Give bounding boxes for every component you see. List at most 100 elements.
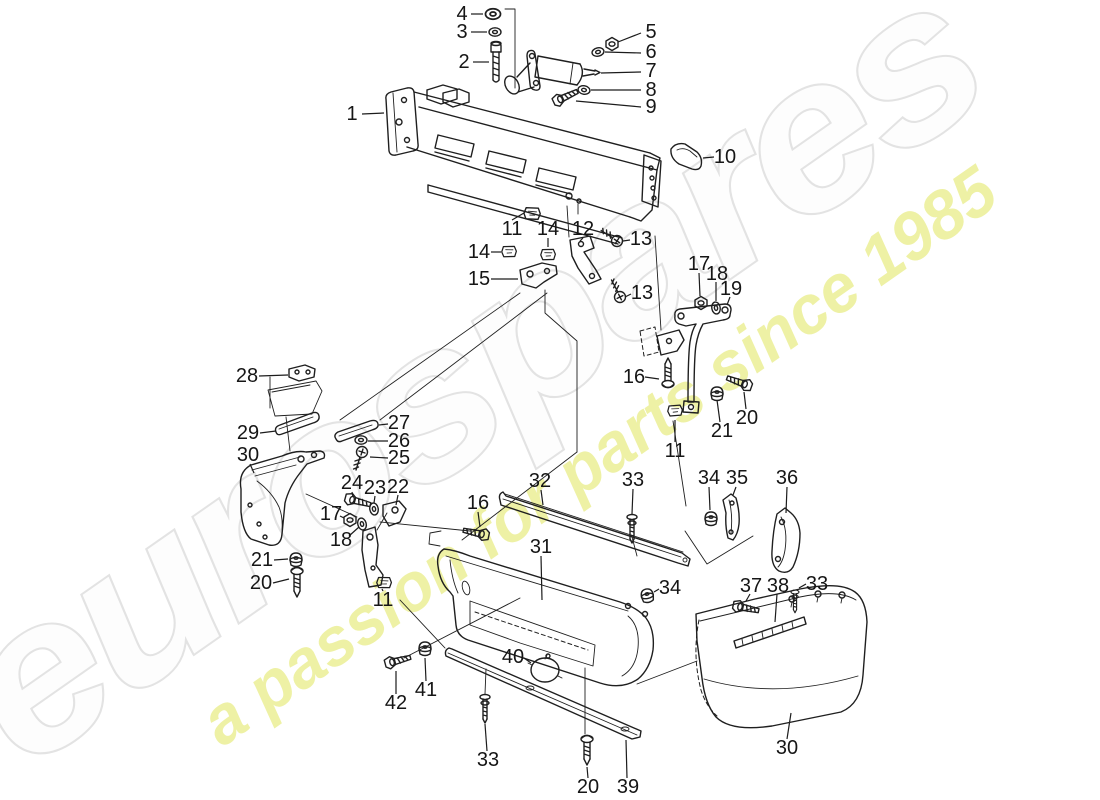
part-number-label: 15 <box>468 268 490 290</box>
part-screw-42 <box>383 650 413 671</box>
part-bracket-28 <box>288 364 316 382</box>
part-number-label: 14 <box>537 218 559 240</box>
leader-line <box>698 272 701 297</box>
part-bracket-35 <box>722 493 740 541</box>
leader-line <box>477 511 481 528</box>
leader-line <box>361 112 385 115</box>
part-bracket-15 <box>519 262 558 289</box>
part-number-label: 27 <box>388 412 410 434</box>
leader-line <box>726 296 731 306</box>
part-number-label: 30 <box>237 444 259 466</box>
part-bolt-9 <box>550 85 581 109</box>
part-number-label: 40 <box>502 646 524 668</box>
part-number-label: 37 <box>740 575 762 597</box>
leader-line <box>624 293 632 298</box>
part-strip-38 <box>733 616 807 649</box>
leader-line <box>575 100 642 108</box>
part-number-label: 42 <box>385 692 407 714</box>
part-number-label: 16 <box>623 366 645 388</box>
part-nut-5 <box>605 36 619 52</box>
part-strip-27 <box>334 419 379 443</box>
part-number-label: 30 <box>776 737 798 759</box>
part-number-label: 22 <box>387 476 409 498</box>
part-number-label: 2 <box>458 51 469 73</box>
part-strap-19 <box>674 303 732 403</box>
leader-line <box>272 578 290 584</box>
leader-line <box>484 723 488 752</box>
part-number-label: 18 <box>706 263 728 285</box>
leader-line <box>511 212 525 221</box>
part-number-label: 16 <box>467 492 489 514</box>
part-number-label: 31 <box>530 536 552 558</box>
part-washer-8 <box>576 84 592 96</box>
part-number-label: 17 <box>688 253 710 275</box>
part-end-cap-30-right <box>695 584 868 729</box>
leader-line <box>786 712 792 740</box>
alignment-lines <box>269 8 754 735</box>
part-number-label: 14 <box>468 241 490 263</box>
part-rail-32 <box>498 491 691 567</box>
leader-line <box>745 593 751 602</box>
part-number-label: 29 <box>237 422 259 444</box>
leader-line <box>622 239 631 242</box>
leader-line <box>540 555 543 601</box>
part-washer-6 <box>590 45 606 59</box>
part-number-label: 1 <box>346 103 357 125</box>
part-bracket-12 <box>569 235 602 285</box>
part-number-label: 36 <box>776 467 798 489</box>
part-number-label: 11 <box>665 440 686 462</box>
part-bracket-36 <box>771 507 801 574</box>
leader-line <box>373 495 376 504</box>
part-bracket-16 <box>656 329 685 356</box>
part-number-label: 35 <box>726 467 748 489</box>
part-grommet-34b <box>639 587 656 605</box>
part-number-label: 21 <box>251 549 273 571</box>
part-number-label: 33 <box>477 749 499 771</box>
leader-line <box>716 399 721 423</box>
part-number-label: 19 <box>720 278 742 300</box>
part-number-label: 26 <box>388 430 410 452</box>
part-shock-absorber-7 <box>504 36 619 109</box>
part-buffer-10 <box>670 142 703 171</box>
leader-line <box>540 489 544 506</box>
leader-line <box>774 593 778 623</box>
part-number-label: 11 <box>373 589 394 611</box>
part-number-label: 8 <box>645 79 656 101</box>
leader-line <box>604 51 642 54</box>
part-end-cap-30-left <box>239 450 326 546</box>
leader-line <box>348 526 360 537</box>
part-strip-39 <box>444 647 642 740</box>
support-strap-group <box>639 295 755 418</box>
part-number-label: 13 <box>631 282 653 304</box>
part-screw-37 <box>731 598 761 618</box>
part-number-label: 39 <box>617 776 639 798</box>
part-number-label: 13 <box>630 228 652 250</box>
leader-line <box>798 583 807 589</box>
right-end-assembly <box>695 584 868 729</box>
part-number-label: 34 <box>659 577 681 599</box>
leader-line <box>259 430 277 434</box>
part-bumper-center-31 <box>436 548 655 687</box>
part-bolt-2-washers-3-4 <box>484 7 502 83</box>
part-rivet-33b <box>479 693 491 724</box>
part-number-label: 10 <box>714 146 736 168</box>
leader-line <box>369 456 389 459</box>
leader-line <box>351 491 354 498</box>
part-number-label: 41 <box>415 679 437 701</box>
part-number-label: 18 <box>330 529 352 551</box>
part-number-label: 23 <box>364 477 386 499</box>
diagram-artwork <box>239 7 868 766</box>
part-number-label: 38 <box>767 575 789 597</box>
part-number-label: 5 <box>645 21 656 43</box>
leader-line <box>600 71 642 74</box>
leader-line <box>653 588 660 593</box>
leader-line <box>381 588 384 592</box>
leader-line <box>743 391 747 410</box>
bottom-strip-group <box>383 641 642 766</box>
part-number-label: 7 <box>645 60 656 82</box>
leader-line <box>258 374 289 377</box>
leader-line <box>644 376 660 380</box>
part-grommet-34a <box>704 511 718 527</box>
leader-line <box>708 486 711 511</box>
